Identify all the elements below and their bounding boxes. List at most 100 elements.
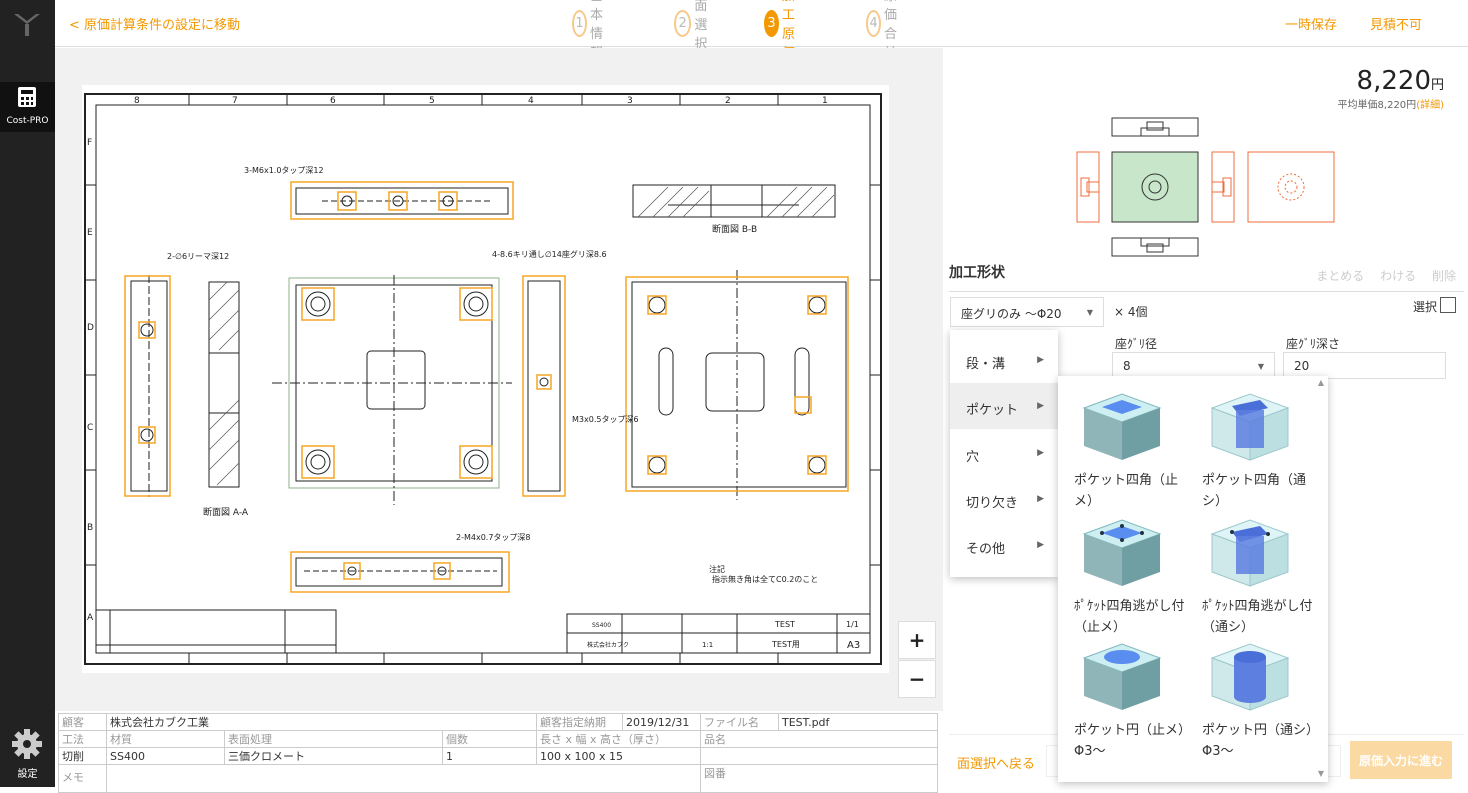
save-draft-button[interactable]: 一時保存 xyxy=(1285,18,1338,33)
chevron-right-icon: ▶ xyxy=(1037,401,1044,411)
proceed-to-cost-input-button[interactable]: 原価入力に進む xyxy=(1350,741,1452,779)
customer-value: 株式会社カブク工業 xyxy=(106,713,537,731)
gear-icon xyxy=(12,729,42,759)
pocket-square-blind-icon xyxy=(1082,393,1162,460)
submenu-item-label: ポケット円（通シ）Φ3〜 xyxy=(1202,723,1313,759)
menu-item-hole[interactable]: 穴▶ xyxy=(950,430,1058,476)
submenu-item-label: ﾎﾟｹｯﾄ四角逃がし付（止メ） xyxy=(1074,599,1185,635)
step-number: 4 xyxy=(866,9,882,37)
sidebar-item-settings[interactable]: 設定 xyxy=(0,725,55,780)
menu-item-label: 切り欠き xyxy=(966,496,1019,511)
step-label: 面選択 xyxy=(694,0,708,52)
drawing-viewer[interactable]: 8 7 6 5 4 3 2 1 F E D C B A 3-M6x1.0タップ深… xyxy=(55,48,943,711)
counterbore-diameter-value: 8 xyxy=(1123,359,1131,373)
frame-column-label: 6 xyxy=(330,96,336,106)
submenu-item-label: ﾎﾟｹｯﾄ四角逃がし付（通シ） xyxy=(1202,599,1313,635)
zoom-in-button[interactable]: + xyxy=(898,621,936,659)
technical-drawing: 8 7 6 5 4 3 2 1 F E D C B A 3-M6x1.0タップ深… xyxy=(82,85,889,673)
drawing-number-label: 図番 xyxy=(700,764,938,793)
step-number: 2 xyxy=(674,9,692,37)
title-material: SS400 xyxy=(592,622,611,629)
due-label: 顧客指定納期 xyxy=(536,713,623,731)
chevron-right-icon: ▶ xyxy=(1037,494,1044,504)
submenu-item-pocket-relief-blind[interactable]: ﾎﾟｹｯﾄ四角逃がし付（止メ） xyxy=(1058,508,1185,635)
step-cost-total[interactable]: 4 原価合計 xyxy=(866,0,909,61)
back-to-face-select-button[interactable]: 面選択へ戻る xyxy=(957,757,1036,772)
submenu-item-pocket-square-blind[interactable]: ポケット四角（止メ） xyxy=(1058,382,1178,509)
price-value: 8,220 xyxy=(1356,66,1431,96)
callout-text: M3x0.5タップ深6 xyxy=(572,415,639,424)
step-number: 3 xyxy=(764,9,780,37)
submenu-item-pocket-square-through[interactable]: ポケット四角（通シ） xyxy=(1186,382,1306,509)
submenu-item-pocket-relief-through[interactable]: ﾎﾟｹｯﾄ四角逃がし付（通シ） xyxy=(1186,508,1313,635)
scroll-down-icon[interactable]: ▼ xyxy=(1317,769,1324,778)
title-company: 株式会社カブク xyxy=(587,641,629,649)
app-logo-icon[interactable] xyxy=(12,10,42,38)
frame-column-label: 7 xyxy=(232,96,238,106)
submenu-item-label: ポケット円（止メ）Φ3〜 xyxy=(1074,723,1185,759)
title-drawing: TEST用 xyxy=(771,640,800,649)
counterbore-diameter-label: 座ｸﾞﾘ径 xyxy=(1115,337,1158,351)
counterbore-depth-input[interactable]: 20 xyxy=(1283,352,1446,379)
menu-item-notch[interactable]: 切り欠き ▶ xyxy=(950,476,1058,522)
zoom-out-button[interactable]: − xyxy=(898,660,936,698)
merge-button[interactable]: まとめる xyxy=(1316,269,1365,283)
detail-link[interactable]: (詳細) xyxy=(1416,100,1444,111)
note-text: 指示無き角は全てC0.2のこと xyxy=(712,574,818,584)
shape-actions: まとめる わける 削除 xyxy=(1304,267,1456,284)
top-bar: < 原価計算条件の設定に移動 1 基本情報 2 面選択 3 加工原価 4 原価合… xyxy=(55,0,1468,61)
sidebar-item-label: 設定 xyxy=(17,769,38,780)
face-view-diagram[interactable] xyxy=(1073,116,1343,266)
split-button[interactable]: わける xyxy=(1380,269,1417,283)
section-bb-label: 断面図 B-B xyxy=(712,223,757,235)
pocket-relief-blind-icon xyxy=(1082,519,1162,586)
sidebar-item-cost-pro[interactable]: Cost-PRO xyxy=(0,82,55,132)
submenu-item-label: ポケット四角（止メ） xyxy=(1074,473,1179,509)
method-label: 工法 xyxy=(58,730,107,748)
file-value: TEST.pdf xyxy=(778,713,938,731)
back-to-conditions-link[interactable]: < 原価計算条件の設定に移動 xyxy=(69,18,241,33)
memo-value[interactable] xyxy=(106,764,701,793)
section-aa-label: 断面図 A-A xyxy=(203,506,249,518)
step-basic-info[interactable]: 1 基本情報 xyxy=(572,0,615,61)
select-label: 選択 xyxy=(1413,300,1438,314)
menu-item-other[interactable]: その他▶ xyxy=(950,522,1058,568)
counterbore-diameter-select[interactable]: 8 ▼ xyxy=(1112,352,1275,379)
price-unit: 円 xyxy=(1430,78,1444,93)
frame-row-label: D xyxy=(87,323,94,333)
shape-type-select[interactable]: 座グリのみ 〜Φ20 ▼ xyxy=(950,297,1104,327)
shape-category-menu: 段・溝▶ ポケット ▶ 穴▶ 切り欠き ▶ その他▶ xyxy=(950,330,1058,577)
submenu-item-label: ポケット四角（通シ） xyxy=(1202,473,1307,509)
count-value: 1 xyxy=(442,747,537,765)
callout-text: 2-M4x0.7タップ深8 xyxy=(456,533,531,542)
delete-button[interactable]: 削除 xyxy=(1431,269,1456,283)
menu-item-label: 段・溝 xyxy=(966,357,1006,372)
menu-item-pocket[interactable]: ポケット ▶ xyxy=(950,383,1058,429)
counterbore-depth-label: 座ｸﾞﾘ深さ xyxy=(1286,337,1341,351)
frame-row-label: C xyxy=(87,423,93,433)
select-checkbox[interactable] xyxy=(1440,297,1456,313)
menu-item-label: ポケット xyxy=(966,403,1019,418)
due-value: 2019/12/31 xyxy=(622,713,701,731)
frame-column-label: 2 xyxy=(725,96,731,106)
step-face-select[interactable]: 2 面選択 xyxy=(674,0,717,52)
pocket-round-through-icon xyxy=(1210,643,1290,711)
unestimable-button[interactable]: 見積不可 xyxy=(1370,18,1423,33)
counterbore-depth-value: 20 xyxy=(1294,359,1310,373)
surface-value: 三価クロメート xyxy=(224,747,443,765)
selected-shape: 座グリのみ 〜Φ20 xyxy=(961,307,1062,321)
submenu-item-pocket-round-blind[interactable]: ポケット円（止メ）Φ3〜 xyxy=(1058,632,1185,759)
submenu-item-pocket-round-through[interactable]: ポケット円（通シ）Φ3〜 xyxy=(1186,632,1313,759)
part-name-value xyxy=(700,747,938,765)
step-number: 1 xyxy=(572,9,588,37)
divider xyxy=(949,291,1464,292)
pocket-relief-through-icon xyxy=(1210,519,1290,587)
drawing-canvas: 8 7 6 5 4 3 2 1 F E D C B A 3-M6x1.0タップ深… xyxy=(84,93,882,665)
pocket-square-through-icon xyxy=(1210,393,1290,461)
menu-item-step-groove[interactable]: 段・溝▶ xyxy=(950,337,1058,383)
scroll-up-icon[interactable]: ▲ xyxy=(1317,378,1324,387)
step-processing-cost[interactable]: 3 加工原価 xyxy=(764,0,807,61)
calculator-icon xyxy=(18,87,36,107)
pocket-round-blind-icon xyxy=(1082,643,1162,710)
shape-section-title: 加工形状 xyxy=(949,265,1005,281)
